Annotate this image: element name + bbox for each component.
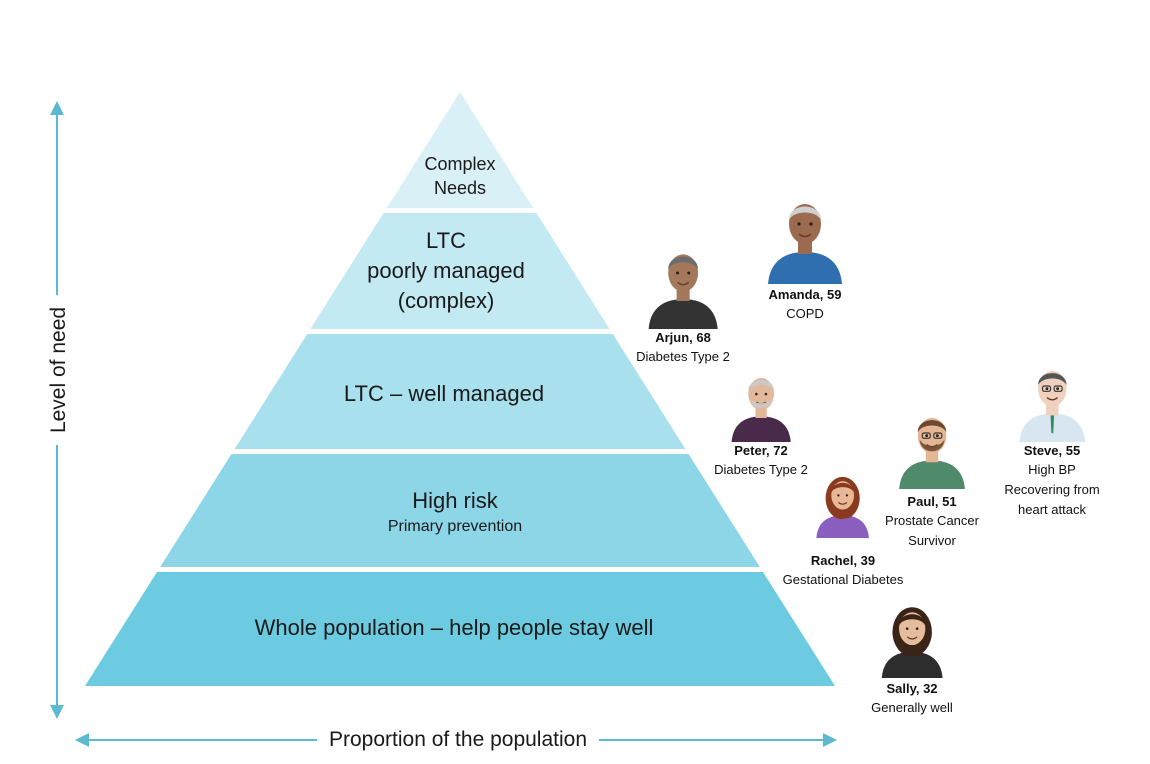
level-ltc-well-managed-band bbox=[234, 334, 686, 449]
level-high-risk-label: High risk Primary prevention bbox=[388, 486, 522, 538]
person-steve: Steve, 55 High BP Recovering from heart … bbox=[1004, 362, 1100, 520]
person-arjun: Arjun, 68 Diabetes Type 2 bbox=[636, 245, 730, 367]
level-complex-needs-label: Complex Needs bbox=[424, 154, 496, 198]
person-rachel: Rachel, 39 Gestational Diabetes bbox=[783, 460, 903, 590]
level-whole-population-label: Whole population – help people stay well bbox=[254, 615, 654, 640]
person-avatar-icon bbox=[768, 204, 842, 284]
person-paul: Paul, 51 Prostate Cancer Survivor bbox=[885, 405, 979, 551]
level-high-risk-band bbox=[160, 454, 760, 567]
person-avatar-icon bbox=[648, 254, 718, 329]
person-avatar-icon bbox=[1019, 370, 1085, 442]
y-axis-label: Level of need bbox=[47, 294, 71, 446]
person-avatar-icon bbox=[881, 607, 943, 678]
person-avatar-icon bbox=[899, 417, 965, 489]
level-ltc-poorly-managed-label: LTC poorly managed (complex) bbox=[367, 228, 525, 313]
level-high-risk-sublabel: Primary prevention bbox=[387, 518, 523, 535]
x-axis-label: Proportion of the population bbox=[316, 728, 600, 752]
person-avatar-icon bbox=[816, 476, 870, 538]
level-complex-needs-band bbox=[386, 92, 534, 208]
level-ltc-well-managed-label: LTC – well managed bbox=[343, 381, 545, 406]
person-sally: Sally, 32 Generally well bbox=[871, 602, 953, 718]
person-peter: Peter, 72 Diabetes Type 2 bbox=[714, 370, 808, 480]
person-amanda: Amanda, 59 COPD bbox=[760, 192, 850, 324]
person-avatar-icon bbox=[731, 378, 791, 442]
level-ltc-poorly-managed-band bbox=[310, 213, 610, 329]
level-whole-population-band bbox=[85, 572, 835, 686]
